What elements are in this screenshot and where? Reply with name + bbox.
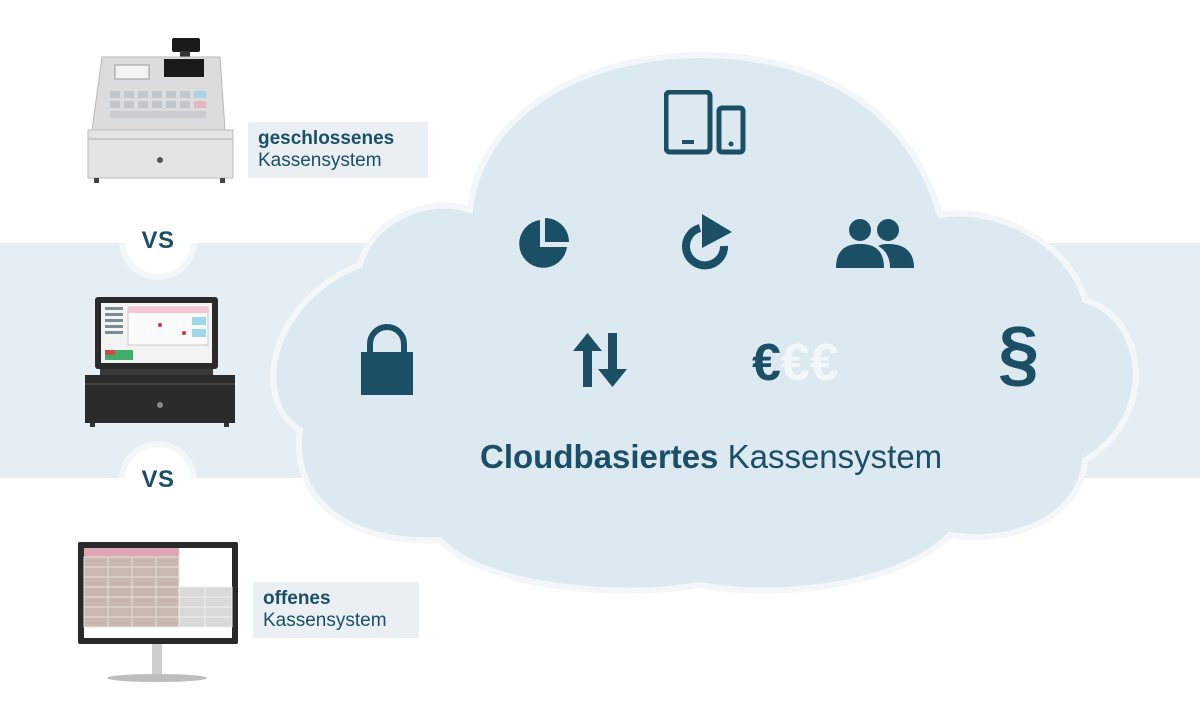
cloud-title-regular: Kassensystem <box>727 438 943 475</box>
lock-icon <box>361 324 413 395</box>
closed-label-regular: Kassensystem <box>258 150 382 171</box>
up-down-arrows-icon <box>573 333 627 387</box>
vs-badge-2: VS <box>125 447 191 513</box>
open-label-bold: offenes <box>263 588 331 609</box>
tablet-phone-icon <box>664 90 746 155</box>
pie-chart-icon <box>519 218 569 268</box>
closed-label-bold: geschlossenes <box>258 128 395 149</box>
open-system-label: offenes Kassensystem <box>253 582 419 638</box>
monitor-image <box>78 542 238 682</box>
cloud-title-bold: Cloudbasiertes <box>480 438 719 475</box>
closed-system-label: geschlossenes Kassensystem <box>248 122 428 178</box>
euro-faded-symbols: €€ <box>780 334 839 392</box>
refresh-icon <box>682 214 732 270</box>
cloud-title: Cloudbasiertes Kassensystem <box>480 438 1000 476</box>
paragraph-icon: § <box>998 311 1040 394</box>
pos-terminal-image <box>85 297 235 427</box>
euro-symbol: € <box>752 334 781 392</box>
open-label-regular: Kassensystem <box>263 610 387 631</box>
vs-badge-1: VS <box>125 208 191 274</box>
users-icon <box>836 219 914 268</box>
cash-register-image <box>87 38 234 183</box>
euro-icon: €€€ <box>752 333 839 393</box>
